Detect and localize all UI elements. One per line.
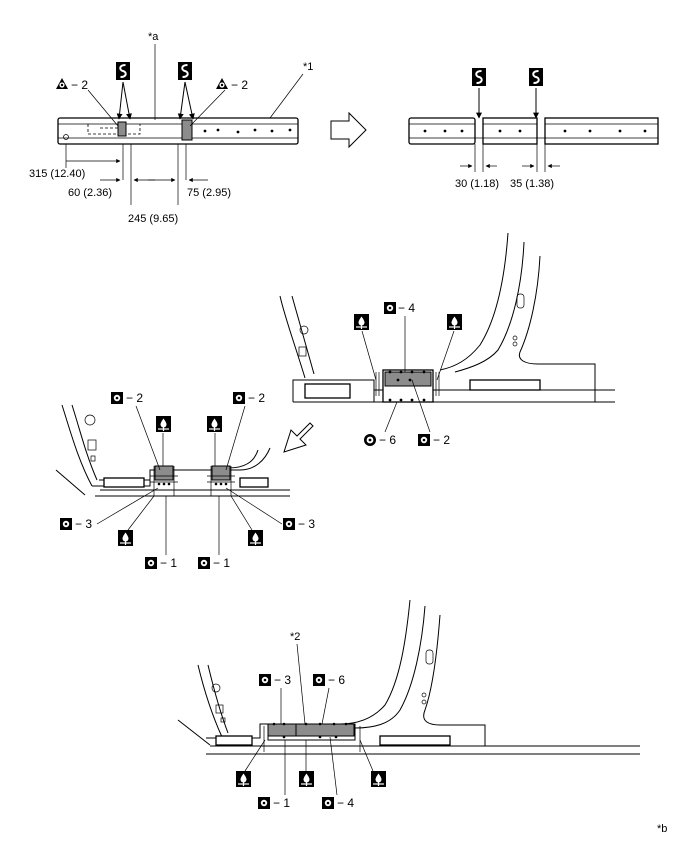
callout-4: − 4 (398, 301, 415, 315)
sealer-drop-icon (117, 529, 134, 547)
side-body-finished (177, 599, 640, 755)
spot-weld-square-icon (259, 674, 271, 686)
sealer-drop-icon (206, 415, 223, 433)
weld-triangle-icon (216, 78, 228, 89)
sealer-drop-icon (353, 313, 370, 331)
spot-weld-square-icon (418, 434, 430, 446)
sealer-drop-icon (446, 313, 463, 331)
callout-bottom-6: − 6 (328, 673, 345, 687)
dim-30: 30 (1.18) (455, 178, 499, 190)
weld-right-label: − 2 (231, 78, 248, 92)
weld-triangle-icon (56, 78, 68, 89)
cut-symbol-icon (115, 61, 131, 81)
dim-60: 60 (2.36) (68, 187, 112, 199)
callout-3-right: − 3 (298, 517, 315, 531)
figure-code: *b (657, 823, 667, 835)
dim-245: 245 (9.65) (128, 213, 178, 225)
sealer-drop-icon (298, 770, 315, 788)
rocker-panel-after-cut (408, 117, 659, 145)
callout-bottom-1: − 1 (273, 796, 290, 810)
callout-bottom-3: − 3 (274, 673, 291, 687)
spot-weld-square-icon (384, 302, 396, 314)
marker-1: *1 (303, 61, 313, 73)
sealer-drop-icon (247, 529, 264, 547)
callout-3-left: − 3 (75, 517, 92, 531)
spot-weld-square-icon (233, 392, 245, 404)
spot-weld-square-icon (145, 557, 157, 569)
spot-weld-square-icon (283, 518, 295, 530)
weld-left-label: − 2 (71, 78, 88, 92)
rocker-panel-before-cut (57, 117, 299, 145)
callout-2: − 2 (433, 433, 450, 447)
marker-a: *a (148, 31, 159, 43)
sealer-drop-icon (370, 770, 387, 788)
cut-symbol-icon (528, 67, 544, 87)
sealer-drop-icon (235, 770, 252, 788)
inner-side-view (55, 404, 290, 497)
arrow-outline-icon (330, 111, 367, 149)
spot-weld-square-icon (258, 797, 270, 809)
callout-bottom-4: − 4 (337, 796, 354, 810)
spot-weld-square-icon (322, 797, 334, 809)
cut-symbol-icon (177, 61, 193, 81)
callout-2-right: − 2 (248, 391, 265, 405)
dim-75: 75 (2.95) (187, 187, 231, 199)
callout-6: − 6 (379, 433, 396, 447)
arrow-outline-icon (283, 422, 314, 453)
callout-1-right: − 1 (213, 556, 230, 570)
spot-weld-square-icon (111, 392, 123, 404)
plug-weld-circle-icon (364, 434, 376, 446)
callout-1-left: − 1 (160, 556, 177, 570)
cut-symbol-icon (471, 67, 487, 87)
dim-315: 315 (12.40) (29, 168, 85, 180)
callout-2-left: − 2 (126, 391, 143, 405)
dim-35: 35 (1.38) (510, 178, 554, 190)
side-body-with-insert (279, 232, 615, 403)
spot-weld-square-icon (198, 557, 210, 569)
spot-weld-square-icon (313, 674, 325, 686)
spot-weld-square-icon (60, 518, 72, 530)
sealer-drop-icon (155, 415, 172, 433)
marker-2: *2 (290, 631, 300, 643)
